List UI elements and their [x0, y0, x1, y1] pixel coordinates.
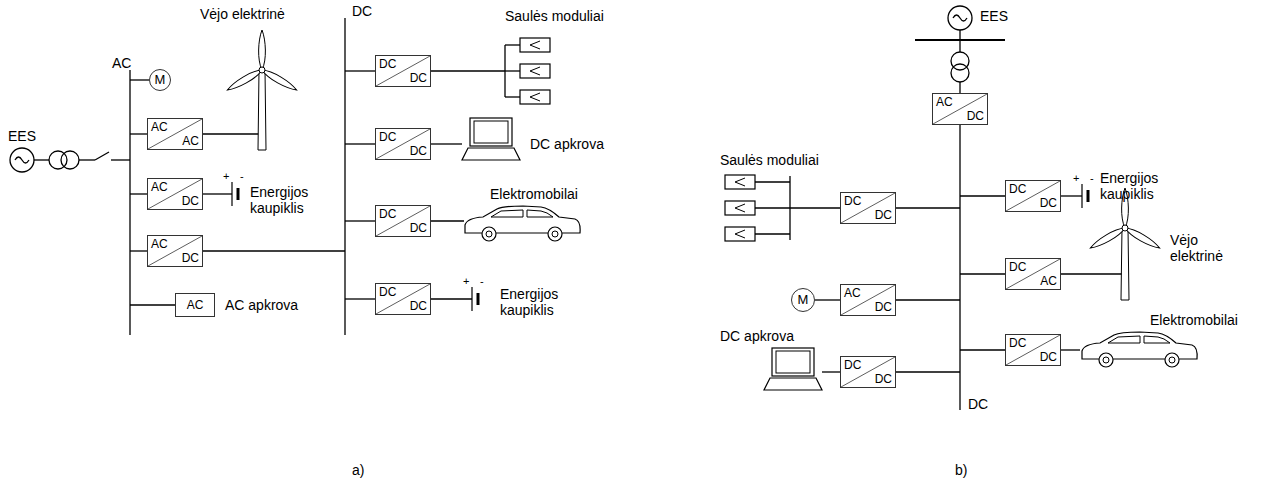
component-label: DC apkrova	[530, 136, 604, 152]
converter-label: DC	[844, 358, 861, 372]
converter-box: DC DC	[375, 55, 431, 87]
converter-label: DC	[410, 71, 427, 85]
converter-label: DC	[410, 221, 427, 235]
converter-box: AC DC	[840, 284, 896, 316]
converter-box: AC DC	[932, 93, 988, 125]
motor-circle: M	[791, 288, 815, 312]
bus-label: DC	[968, 396, 988, 412]
converter-label: DC	[379, 285, 396, 299]
converter-label: DC	[182, 194, 199, 208]
converter-label: DC	[875, 300, 892, 314]
converter-box: AC AC	[147, 118, 203, 150]
converter-box: DC DC	[1005, 180, 1061, 212]
converter-label: DC	[379, 130, 396, 144]
converter-box: AC DC	[147, 178, 203, 210]
converter-label: DC	[1040, 196, 1057, 210]
converter-label: AC	[936, 95, 953, 109]
polarity-sign: -	[240, 170, 244, 182]
component-label: AC apkrova	[225, 297, 298, 313]
converter-label: DC	[379, 57, 396, 71]
component-label: Saulės moduliai	[720, 152, 819, 168]
polarity-sign: +	[1073, 172, 1079, 184]
bus-label: EES	[980, 8, 1008, 24]
converter-label: AC	[187, 298, 204, 312]
converter-label: AC	[151, 237, 168, 251]
converter-label: AC	[182, 134, 199, 148]
converter-label: AC	[151, 120, 168, 134]
converter-box: DC DC	[375, 205, 431, 237]
component-label: Elektromobilai	[1150, 312, 1238, 328]
motor-circle: M	[149, 69, 171, 91]
converter-label: DC	[1009, 336, 1026, 350]
converter-box: DC DC	[375, 283, 431, 315]
converter-label: AC	[1040, 274, 1057, 288]
bus-label: a)	[352, 462, 364, 478]
converter-label: DC	[844, 194, 861, 208]
converter-box: DC DC	[840, 192, 896, 224]
bus-label: EES	[8, 128, 36, 144]
component-label: Saulės moduliai	[505, 8, 604, 24]
converter-label: DC	[967, 109, 984, 123]
converter-label: DC	[875, 208, 892, 222]
component-label: DC apkrova	[720, 328, 794, 344]
load-box: AC	[175, 293, 215, 317]
polarity-sign: +	[463, 275, 469, 287]
component-label: Vėjo elektrinė	[1170, 232, 1240, 264]
component-label: Energijos kaupiklis	[250, 184, 322, 216]
component-label: Energijos kaupiklis	[500, 286, 572, 318]
component-label: Elektromobilai	[490, 186, 578, 202]
converter-box: DC DC	[1005, 334, 1061, 366]
converter-label: AC	[844, 286, 861, 300]
converter-label: AC	[151, 180, 168, 194]
bus-label: DC	[352, 3, 372, 19]
converter-label: M	[155, 73, 166, 87]
bus-label: b)	[955, 462, 967, 478]
converter-label: DC	[182, 251, 199, 265]
component-label: Energijos kaupiklis	[1100, 170, 1172, 202]
component-label: Vėjo elektrinė	[200, 6, 285, 22]
converter-box: DC DC	[840, 356, 896, 388]
converter-label: DC	[1009, 182, 1026, 196]
bus-label: AC	[112, 55, 131, 71]
converter-label: DC	[875, 372, 892, 386]
converter-box: AC DC	[147, 235, 203, 267]
converter-label: DC	[379, 207, 396, 221]
converter-box: DC DC	[375, 128, 431, 160]
converter-box: DC AC	[1005, 258, 1061, 290]
converter-label: M	[798, 293, 809, 307]
converter-label: DC	[1040, 350, 1057, 364]
polarity-sign: -	[1090, 172, 1094, 184]
converter-label: DC	[410, 144, 427, 158]
converter-label: DC	[1009, 260, 1026, 274]
polarity-sign: +	[223, 170, 229, 182]
converter-label: DC	[410, 299, 427, 313]
polarity-sign: -	[480, 275, 484, 287]
wire-connector	[815, 300, 840, 301]
